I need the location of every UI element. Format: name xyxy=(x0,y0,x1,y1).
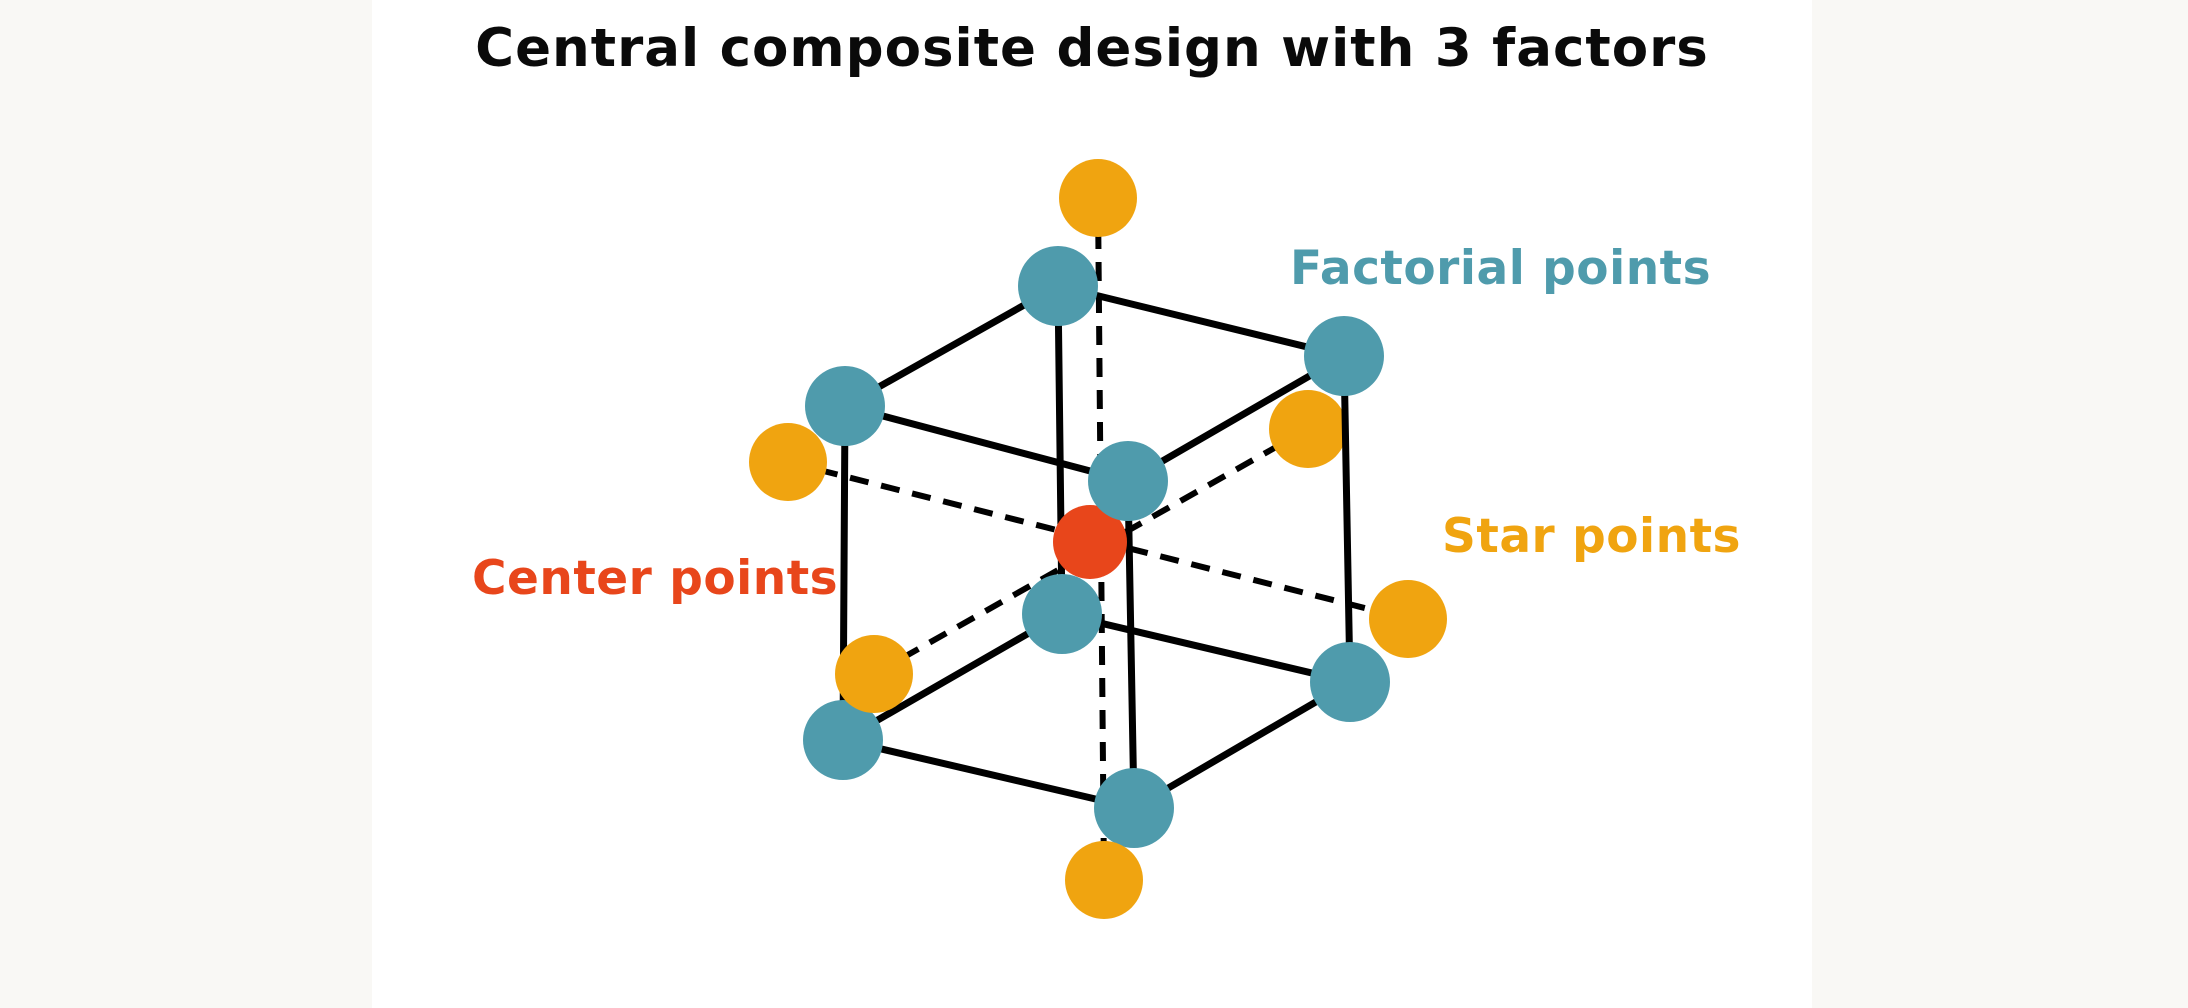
factorial-point-top-right xyxy=(1304,316,1384,396)
star-point-top xyxy=(1059,159,1137,237)
cube-edge xyxy=(1124,352,1348,485)
axis-dashed-line xyxy=(787,459,1409,622)
cube-edge xyxy=(1054,282,1348,360)
cube-edge xyxy=(1124,477,1138,812)
cube-edge xyxy=(841,282,1062,410)
label-center-points: Center points xyxy=(472,551,839,606)
cube-edge xyxy=(1058,610,1354,686)
cube-edge xyxy=(839,610,1066,744)
star-point-right-upper xyxy=(1269,390,1347,468)
cube-edge xyxy=(841,402,1132,485)
label-star-points: Star points xyxy=(1442,509,1742,564)
center-point xyxy=(1053,505,1127,579)
factorial-point-top-front xyxy=(1088,441,1168,521)
factorial-point-bottom-right xyxy=(1310,642,1390,722)
star-point-right-lower xyxy=(1369,580,1447,658)
star-point-left-lower xyxy=(835,635,913,713)
figure-title: Central composite design with 3 factors xyxy=(475,18,1709,79)
star-point-bottom xyxy=(1065,841,1143,919)
axis-dashed-line xyxy=(1095,197,1107,881)
factorial-point-bottom-back xyxy=(1022,574,1102,654)
cube-edge xyxy=(1130,678,1354,812)
label-factorial-points: Factorial points xyxy=(1290,241,1712,296)
cube-edge xyxy=(839,736,1138,812)
factorial-point-top-back xyxy=(1018,246,1098,326)
star-point-left-upper xyxy=(749,423,827,501)
factorial-point-bottom-left xyxy=(803,700,883,780)
factorial-point-bottom-front xyxy=(1094,768,1174,848)
factorial-point-top-left xyxy=(805,366,885,446)
cube-edge xyxy=(1340,352,1354,686)
